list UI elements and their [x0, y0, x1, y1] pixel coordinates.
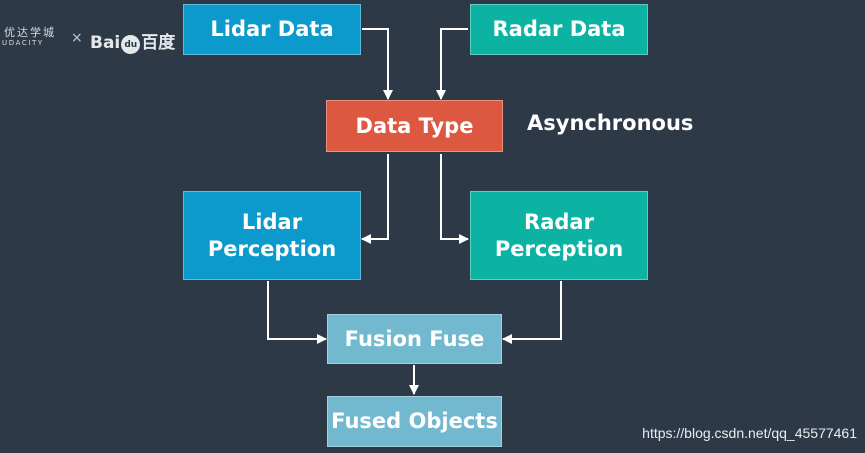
fused-objects-label: Fused Objects: [331, 409, 498, 433]
radar-data-label: Radar Data: [492, 17, 626, 41]
radar-data-node: Radar Data: [470, 4, 648, 55]
arrow-lidar-data-to-data-type: [362, 28, 393, 100]
udacity-chinese-wordmark: 优达学城: [4, 26, 56, 39]
watermark-url: https://blog.csdn.net/qq_45577461: [642, 425, 857, 441]
udacity-wordmark: UDACITY: [2, 39, 44, 47]
fused-objects-node: Fused Objects: [327, 396, 502, 447]
arrow-data-type-to-lidar-perception: [361, 154, 389, 244]
arrow-lidar-perception-to-fusion: [267, 281, 327, 344]
asynchronous-annotation: Asynchronous: [527, 111, 694, 135]
lidar-perception-node: Lidar Perception: [183, 191, 361, 280]
radar-perception-node: Radar Perception: [470, 191, 648, 280]
baidu-paw-icon: du: [121, 35, 141, 54]
arrow-data-type-to-radar-perception: [440, 154, 469, 244]
lidar-data-label: Lidar Data: [210, 17, 334, 41]
data-type-label: Data Type: [355, 113, 474, 138]
lidar-data-node: Lidar Data: [183, 4, 361, 55]
fusion-fuse-label: Fusion Fuse: [344, 326, 485, 351]
arrow-radar-data-to-data-type: [436, 28, 468, 100]
lidar-perception-label: Lidar Perception: [207, 209, 337, 261]
logo-separator: ×: [71, 30, 83, 46]
arrow-radar-perception-to-fusion: [502, 281, 562, 344]
data-type-node: Data Type: [326, 100, 503, 152]
fusion-fuse-node: Fusion Fuse: [327, 314, 502, 364]
radar-perception-label: Radar Perception: [494, 209, 624, 261]
